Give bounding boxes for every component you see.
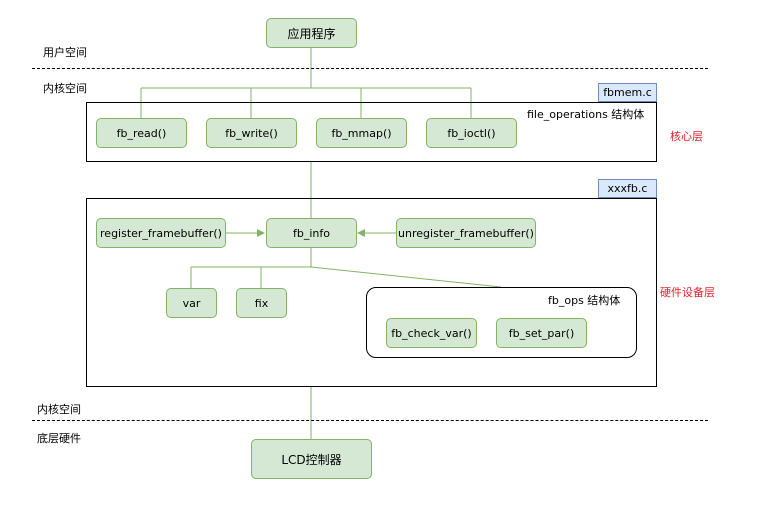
user-space-label: 用户空间 xyxy=(43,46,87,59)
var-node[interactable]: var xyxy=(166,288,217,318)
lcd-controller-node[interactable]: LCD控制器 xyxy=(251,439,372,479)
fb-ioctl-node[interactable]: fb_ioctl() xyxy=(426,118,517,148)
application-node[interactable]: 应用程序 xyxy=(266,18,357,48)
fb-mmap-node[interactable]: fb_mmap() xyxy=(316,118,407,148)
core-layer-label: 核心层 xyxy=(670,130,703,143)
kernel-hardware-divider xyxy=(32,420,708,421)
fb-ops-caption: fb_ops 结构体 xyxy=(548,294,621,307)
fb-info-node[interactable]: fb_info xyxy=(266,218,357,248)
fix-node[interactable]: fix xyxy=(236,288,287,318)
register-framebuffer-node[interactable]: register_framebuffer() xyxy=(96,218,226,248)
unregister-framebuffer-node[interactable]: unregister_framebuffer() xyxy=(396,218,536,248)
user-kernel-divider xyxy=(32,68,708,69)
kernel-space-label-top: 内核空间 xyxy=(43,82,87,95)
fb-check-var-node[interactable]: fb_check_var() xyxy=(386,318,477,348)
kernel-space-label-bottom: 内核空间 xyxy=(37,403,81,416)
fb-set-par-node[interactable]: fb_set_par() xyxy=(496,318,587,348)
device-panel xyxy=(86,198,657,387)
hardware-label: 底层硬件 xyxy=(37,432,81,445)
fb-read-node[interactable]: fb_read() xyxy=(96,118,187,148)
fb-write-node[interactable]: fb_write() xyxy=(206,118,297,148)
xxxfb-file-tag: xxxfb.c xyxy=(598,179,657,198)
fbmem-file-tag: fbmem.c xyxy=(598,83,657,102)
fbinfo-to-fbops-line xyxy=(310,266,502,288)
device-layer-label: 硬件设备层 xyxy=(660,286,715,299)
file-operations-caption: file_operations 结构体 xyxy=(527,108,645,121)
core-panel xyxy=(86,102,657,162)
